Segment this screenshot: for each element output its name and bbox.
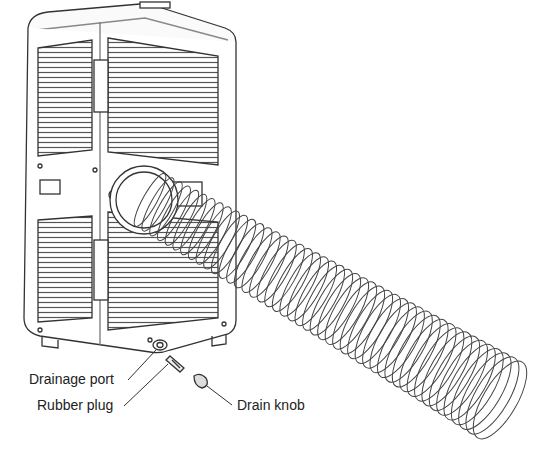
hose-coil <box>160 187 204 249</box>
hose-coil <box>167 191 212 254</box>
hose-coil <box>354 292 417 374</box>
part-label: Drain knob <box>236 398 306 413</box>
hose-coil <box>405 321 473 408</box>
hose-coil <box>339 284 401 364</box>
exhaust-hose <box>129 170 537 446</box>
hose-coil <box>463 353 537 446</box>
leader-lines <box>124 350 232 406</box>
hose-coil <box>137 174 179 234</box>
hose-coil <box>129 170 170 229</box>
hose-coil <box>310 268 369 345</box>
hose-coil <box>332 280 393 360</box>
hose-coil <box>302 264 360 341</box>
part-label: Rubber plug <box>36 398 114 413</box>
hose-coil <box>288 256 344 331</box>
hose-coil <box>441 341 513 432</box>
hose-coil <box>152 183 196 245</box>
hose-coil <box>325 276 385 355</box>
hose-coil <box>412 325 481 413</box>
hose-coil <box>347 288 409 369</box>
hose-coil <box>295 260 352 336</box>
hose-coil <box>280 252 336 326</box>
unit-body <box>24 2 236 388</box>
hose-coil <box>361 297 425 380</box>
hose-coil <box>456 349 529 441</box>
part-label: Drainage port <box>28 372 115 387</box>
hose-coil <box>434 337 505 427</box>
hose-coil <box>145 179 188 240</box>
hose-coil <box>449 345 521 437</box>
hose-coil <box>427 333 497 422</box>
